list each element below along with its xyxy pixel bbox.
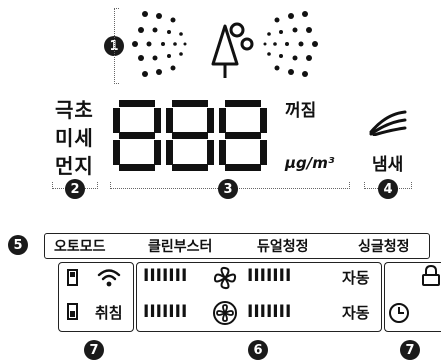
fan-bars-right-1: IIIIIII (247, 266, 292, 286)
particles-left-icon (132, 11, 187, 77)
wifi-icon (97, 269, 121, 287)
tree-icon (211, 22, 254, 78)
status-panel-right (384, 262, 441, 332)
fan-bars-right-2: IIIIIII (247, 302, 292, 322)
status-panel-left (58, 262, 134, 332)
fan-swirl-icon (213, 301, 237, 325)
mode-bar (44, 233, 430, 259)
callout-3: 3 (218, 179, 238, 199)
particles-right-icon (263, 11, 318, 77)
fan-bars-left-2: IIIIIII (143, 302, 188, 322)
filter-icon (67, 269, 78, 286)
fan-speed-panel (136, 262, 382, 332)
filter-full-icon (67, 303, 78, 320)
off-label: 꺼짐 (285, 101, 317, 121)
wave-icon (369, 110, 407, 136)
mode-clean-boost: 클린부스터 (148, 239, 213, 255)
seven-segment-display (113, 100, 267, 171)
dust-label-line1: 극초 (55, 98, 94, 122)
unit-label: μg/m³ (285, 154, 335, 172)
auto-label-1: 자동 (342, 269, 370, 287)
fan-icon (213, 266, 237, 290)
callout-7-left: 7 (84, 340, 104, 360)
sleep-label: 취침 (95, 304, 123, 322)
auto-label-2: 자동 (342, 304, 370, 322)
callout-5: 5 (8, 235, 28, 255)
callout-6: 6 (248, 340, 268, 360)
callout-2: 2 (65, 179, 85, 199)
callout-7-right: 7 (400, 340, 420, 360)
air-particle-display (132, 11, 318, 78)
dust-label-line2: 미세 (55, 126, 94, 150)
lock-icon (422, 264, 440, 286)
dust-label-line3: 먼지 (55, 154, 94, 178)
odor-label: 냄새 (372, 155, 404, 175)
fan-bars-left-1: IIIIIII (143, 266, 188, 286)
mode-dual: 듀얼청정 (257, 239, 309, 255)
mode-auto: 오토모드 (54, 239, 106, 255)
callout-4: 4 (378, 179, 398, 199)
callout-1-bracket (114, 8, 119, 84)
timer-icon (389, 303, 409, 323)
mode-single: 싱글청정 (358, 239, 410, 255)
